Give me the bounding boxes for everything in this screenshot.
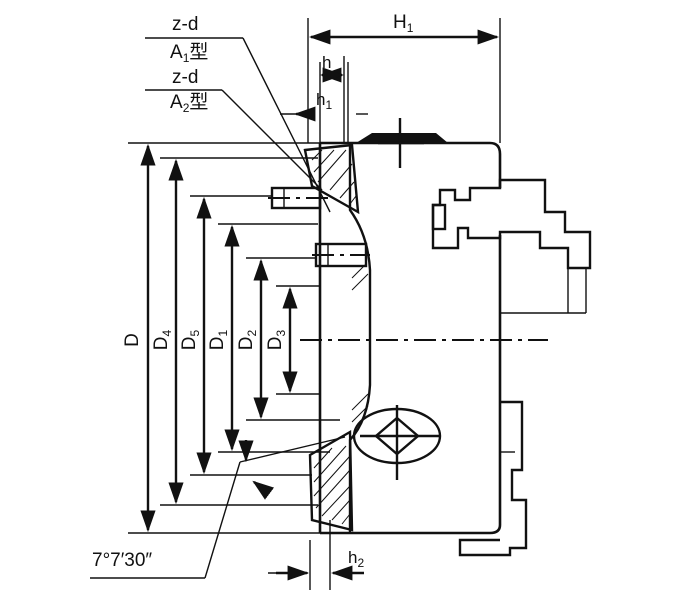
label-a2: A2型	[170, 91, 208, 115]
bottom-dimension-h2	[268, 520, 364, 590]
top-dimensions	[280, 18, 501, 143]
label-zd-mid: z-d	[172, 67, 198, 88]
label-d2: D2	[236, 329, 259, 350]
label-d1: D1	[207, 329, 230, 350]
hatched-section-bottom	[308, 429, 354, 532]
extension-lines	[128, 142, 340, 534]
label-d4: D4	[151, 329, 174, 350]
label-h1-big: H1	[393, 12, 414, 35]
diameter-dimension-lines	[140, 143, 298, 533]
label-angle: 7°7′30″	[92, 550, 152, 571]
lower-jaw	[458, 400, 528, 557]
lower-diamond-key	[352, 405, 442, 480]
label-a1: A1型	[170, 41, 208, 65]
chuck-body-outline	[318, 141, 502, 535]
hatched-ring-right	[351, 263, 369, 423]
label-d: D	[122, 333, 143, 347]
upper-jaw	[431, 178, 592, 314]
angle-annotation	[90, 436, 346, 579]
label-d5: D5	[179, 329, 202, 350]
label-h1-small: h1	[316, 90, 332, 112]
label-h2: h2	[348, 548, 364, 570]
label-zd-top: z-d	[172, 14, 198, 35]
leader-a2	[221, 89, 323, 191]
label-d3: D3	[265, 329, 288, 350]
top-key-cross	[356, 118, 448, 168]
label-h: h	[322, 53, 331, 72]
